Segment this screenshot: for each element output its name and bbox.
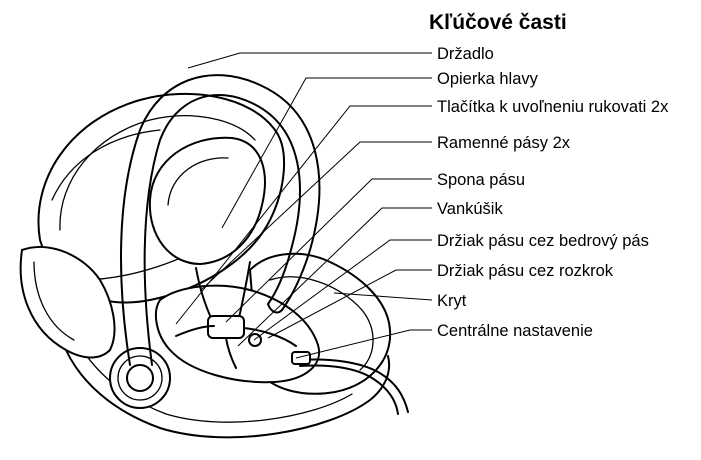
seat-base-shell [65,349,390,439]
lap-belt-right [243,327,297,347]
headrest-shape [148,136,266,265]
leader-headrest [221,77,432,229]
car-seat-illustration [19,74,409,439]
label-shoulder-straps: Ramenné pásy 2x [437,134,571,152]
adjuster-strap [299,358,409,413]
leader-cover [333,292,433,301]
seat-base-inner-line [79,345,353,423]
label-belt-buckle: Spona pásu [437,171,525,189]
leader-handle-release-buttons [175,105,432,325]
label-handle-release-buttons: Tlačítka k uvoľneniu rukovati 2x [437,98,669,116]
leader-lap-belt-holder [253,239,432,341]
label-cover: Kryt [437,292,467,310]
part-labels: Držadlo Opierka hlavy Tlačítka k uvoľnen… [437,45,669,340]
label-lap-belt-holder: Držiak pásu cez bedrový pás [437,232,649,250]
label-cushion: Vankúšik [437,200,503,218]
leader-lines [175,52,433,359]
handle-inner [143,94,301,366]
right-wing-seam [269,276,374,371]
handle-release-button [126,364,154,392]
seat-left-panel [19,245,116,359]
leader-crotch-belt-holder [267,269,432,339]
handle-pivot-hub-inner [117,355,163,401]
leader-belt-buckle [225,178,432,323]
canopy-seam-1 [59,115,256,231]
label-handle: Držadlo [437,45,494,63]
leader-central-adjuster [295,329,432,359]
adjuster-strap-edge [299,364,399,415]
leader-cushion [237,207,432,347]
leader-shoulder-straps [199,141,432,292]
diagram-title: Kľúčové časti [429,11,567,34]
label-crotch-belt-holder: Držiak pásu cez rozkrok [437,262,614,280]
label-central-adjuster: Centrálne nastavenie [437,322,593,340]
label-headrest: Opierka hlavy [437,70,539,88]
crotch-strap [225,337,237,369]
headrest-seam [167,157,229,206]
canopy-seam-2 [51,129,161,201]
left-panel-seam [33,261,75,341]
leader-handle [187,52,432,69]
central-adjuster-button [291,351,311,365]
lap-belt-left [175,325,215,337]
handle-outer [120,74,321,366]
